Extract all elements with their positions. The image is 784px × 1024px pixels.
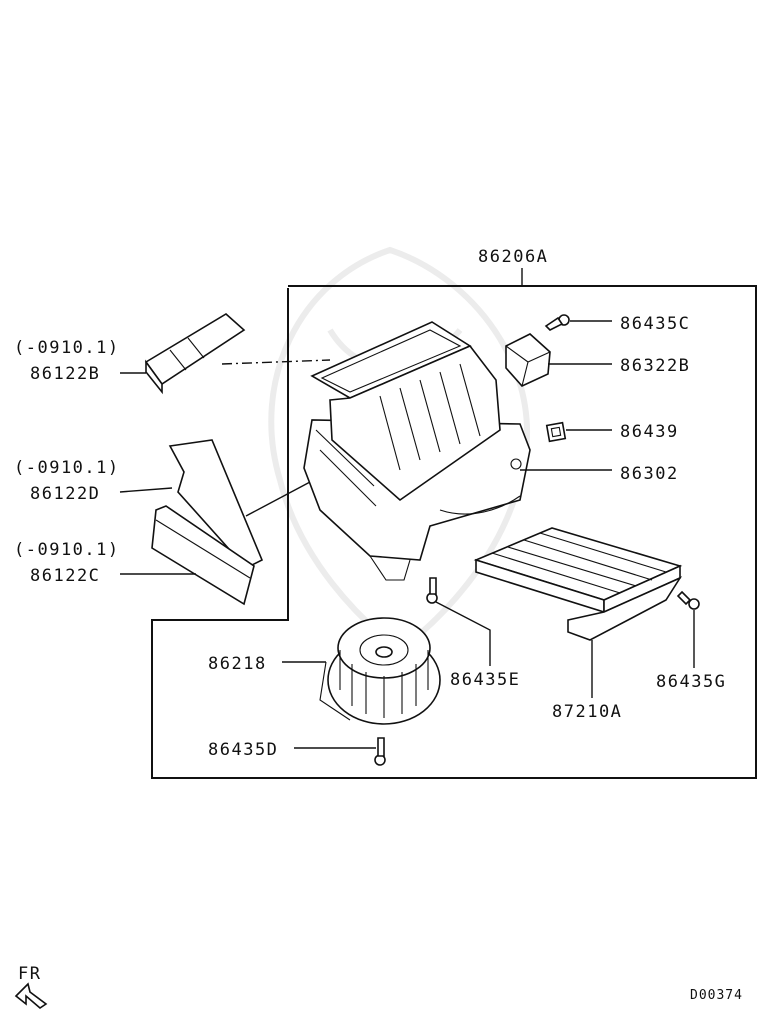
diagram-code: D00374 <box>690 988 743 1003</box>
screw-86435c <box>544 314 570 331</box>
callout-86122c-note: (-0910.1) <box>14 540 120 560</box>
cabin-filter-87210a <box>473 527 683 641</box>
leader-86122b-dash <box>221 359 331 365</box>
callout-86439: 86439 <box>620 422 679 442</box>
callout-86218: 86218 <box>208 654 267 674</box>
leader-86122d <box>119 487 173 493</box>
callout-86122b-note: (-0910.1) <box>14 338 120 358</box>
callout-86122d-note: (-0910.1) <box>14 458 120 478</box>
callout-87210a: 87210A <box>552 702 622 722</box>
blower-case-86302 <box>303 321 531 581</box>
screw-86435e <box>426 577 438 604</box>
front-arrow-icon <box>14 982 48 1010</box>
blower-wheel-vanes <box>339 650 429 718</box>
clip-86439 <box>545 421 567 443</box>
callout-86435g: 86435G <box>656 672 726 692</box>
callout-86122c: 86122C <box>30 566 100 586</box>
callout-86302: 86302 <box>620 464 679 484</box>
direction-label: FR <box>18 964 41 984</box>
case-fins <box>315 363 481 507</box>
leader-86122c-link <box>245 481 311 517</box>
leader-86435e <box>435 601 491 666</box>
callout-86435e: 86435E <box>450 670 520 690</box>
blower-motor-86218 <box>319 617 441 725</box>
screw-86435d <box>374 737 386 766</box>
callout-86435c: 86435C <box>620 314 690 334</box>
callout-86435d: 86435D <box>208 740 278 760</box>
air-filter-86122b <box>144 313 246 395</box>
screw-86435g <box>676 590 700 610</box>
callout-86322b: 86322B <box>620 356 690 376</box>
callout-86122b: 86122B <box>30 364 100 384</box>
assembly-frame <box>151 285 757 779</box>
filter-pleats <box>491 532 667 594</box>
cover-86122c <box>151 505 255 606</box>
callout-86122d: 86122D <box>30 484 100 504</box>
group-label: 86206A <box>478 247 548 267</box>
resistor-86322b <box>505 333 551 387</box>
